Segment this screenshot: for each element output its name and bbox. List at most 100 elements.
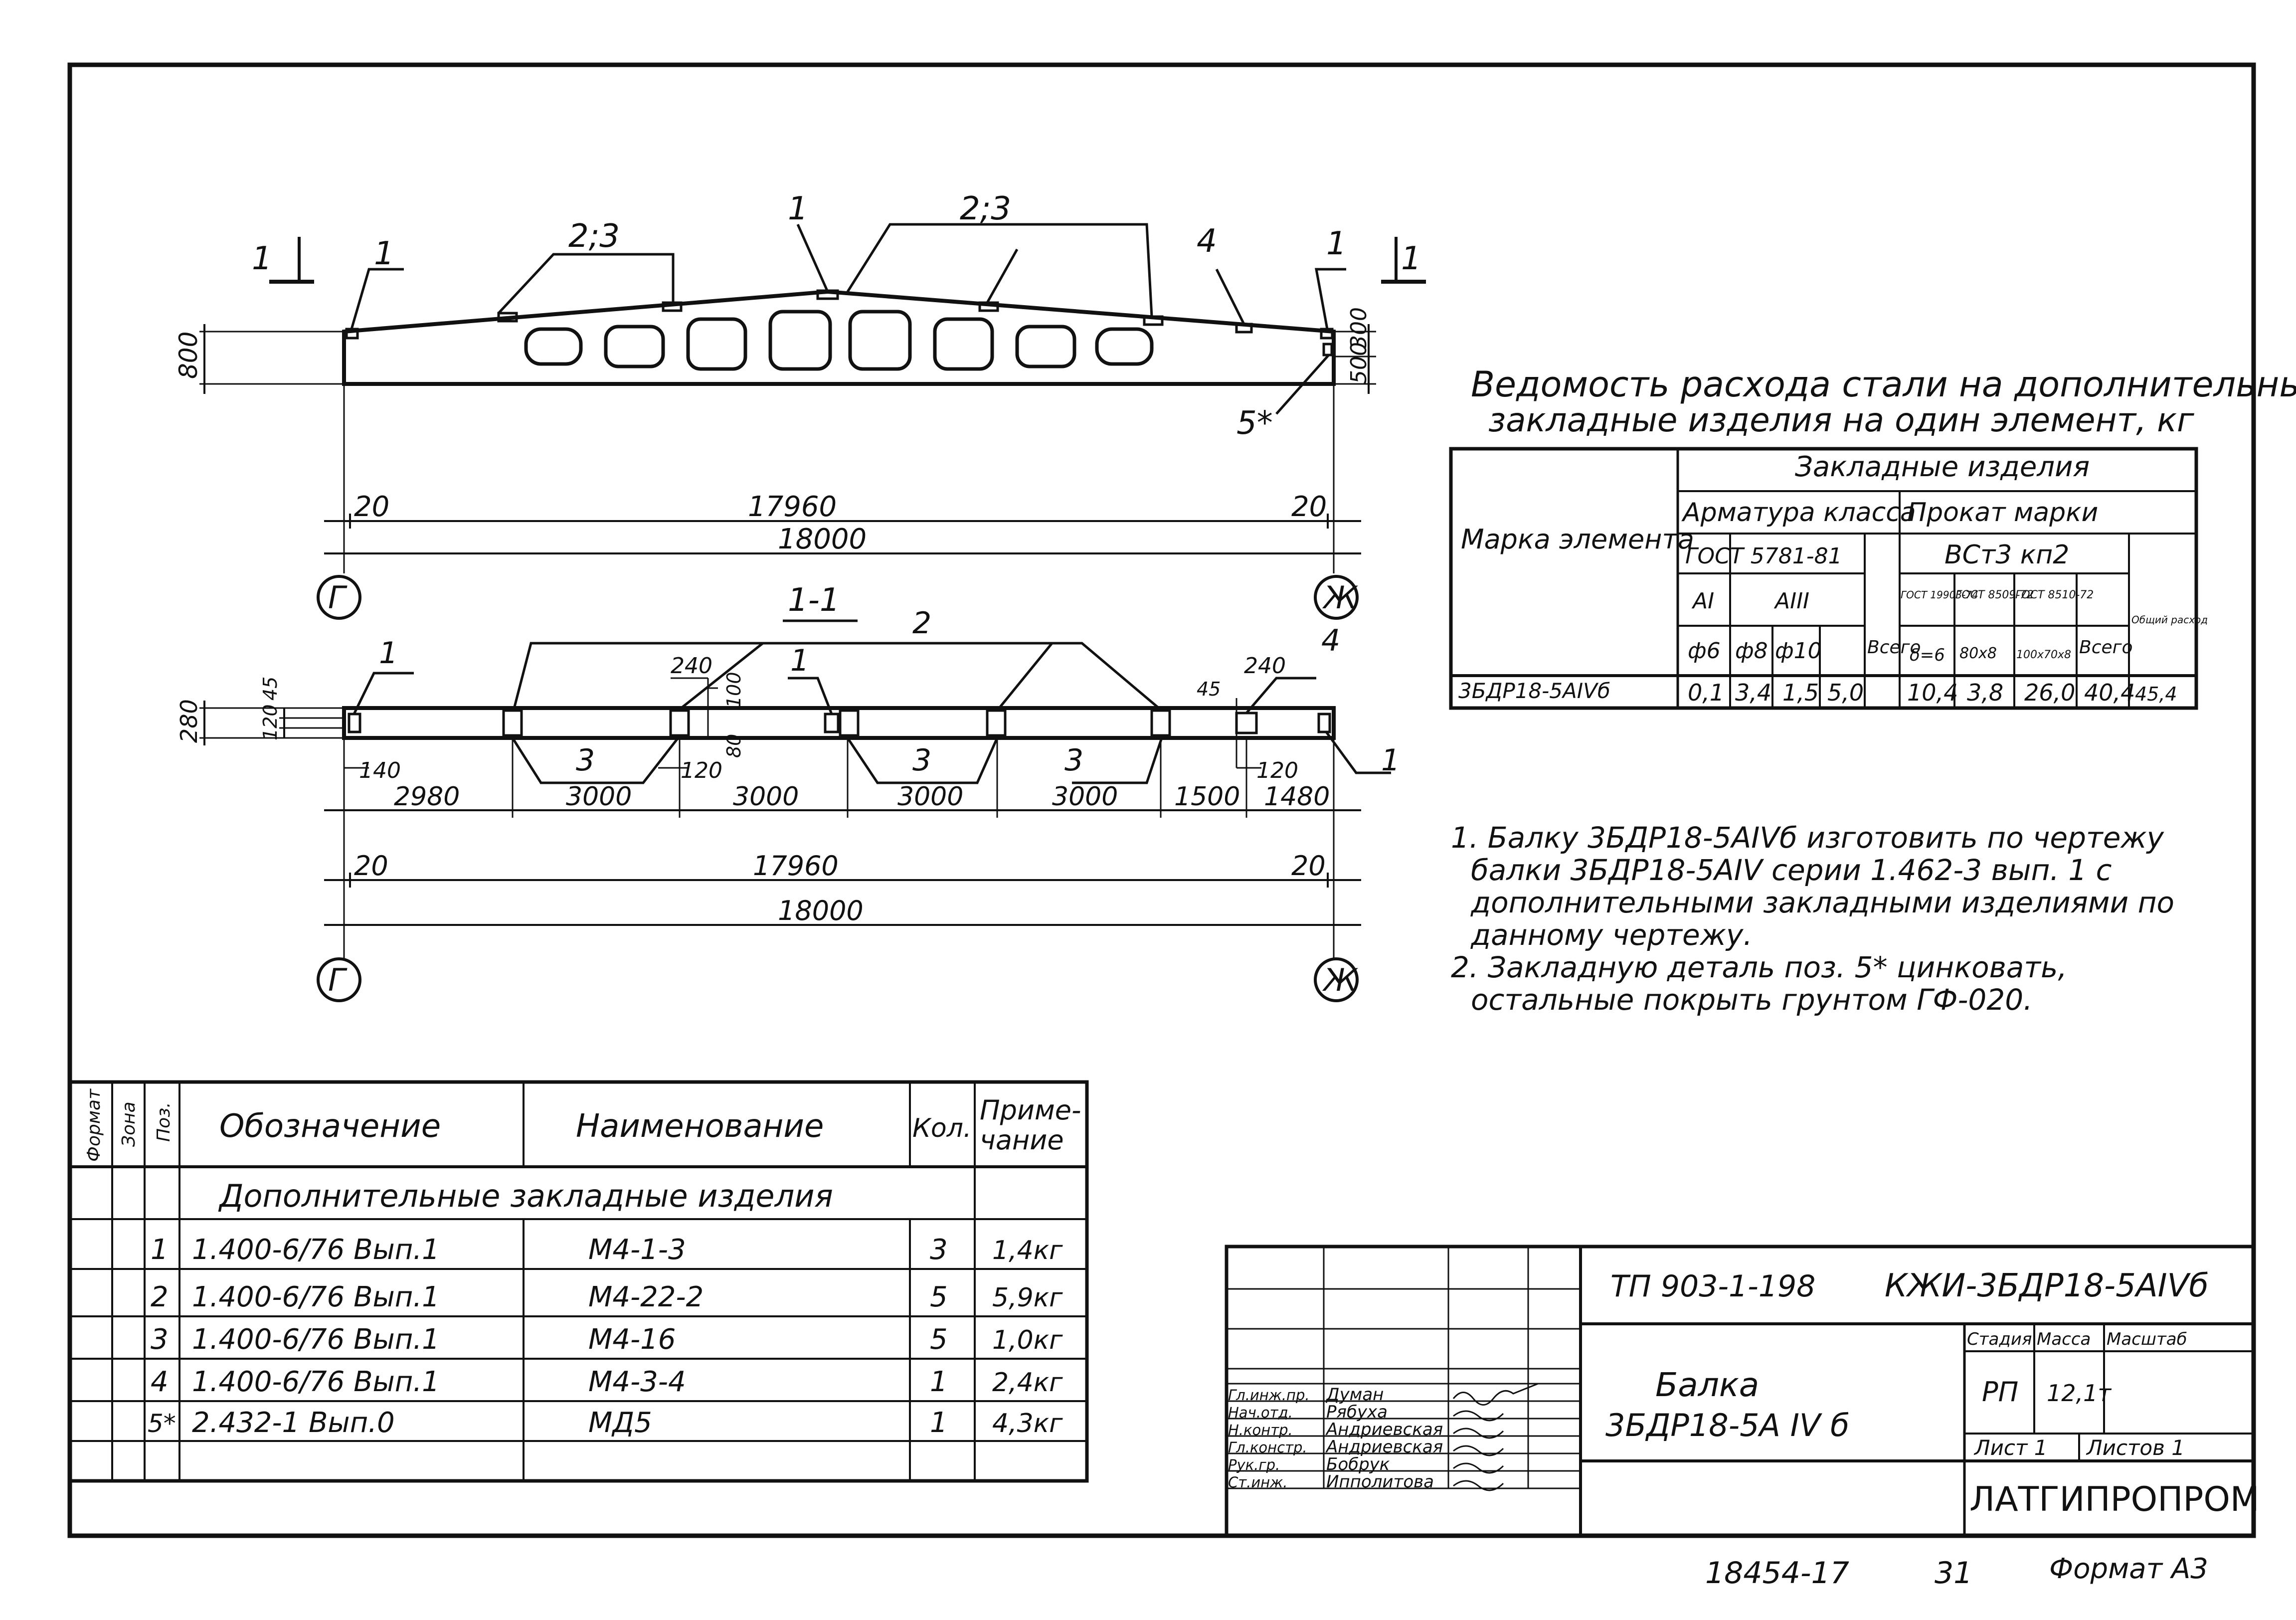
- callout: 2;3: [960, 190, 1011, 227]
- callout: 2: [912, 606, 931, 641]
- axis-label: Ж: [1322, 579, 1358, 616]
- page-number: 31: [1935, 1556, 1972, 1591]
- dimension: 3000: [897, 782, 963, 812]
- spec-note: 1,0кг: [992, 1325, 1063, 1355]
- dimension: 20: [1291, 850, 1326, 882]
- table-header: Прокат марки: [1907, 498, 2098, 528]
- sheet-count: Листов 1: [2086, 1436, 2185, 1460]
- spec-header: Приме-: [980, 1094, 1081, 1126]
- embedded-item: [986, 709, 1007, 737]
- person-name: Бобрук: [1326, 1454, 1390, 1474]
- spec-pos: 3: [151, 1323, 169, 1356]
- person-name: Рябуха: [1326, 1402, 1388, 1422]
- table-cell: 0,1: [1688, 679, 1724, 706]
- person-name: Ипполитова: [1326, 1472, 1434, 1492]
- table-header: Всего: [2079, 637, 2133, 658]
- dimension: 18000: [778, 895, 864, 926]
- dimension: 17960: [748, 491, 837, 523]
- table-header: ГОСТ 8509-72: [1955, 589, 2034, 601]
- callout: 3: [576, 743, 595, 778]
- embedded-item: [839, 709, 860, 737]
- project-number: ТП 903-1-198: [1610, 1269, 1815, 1304]
- dimension: 20: [354, 850, 388, 882]
- spec-note: 2,4кг: [992, 1368, 1063, 1398]
- spec-pos: 4: [151, 1366, 169, 1398]
- table-header: Общий расход: [2131, 614, 2208, 626]
- spec-designation: 1.400-6/76 Вып.1: [192, 1323, 440, 1356]
- spec-designation: 1.400-6/76 Вып.1: [192, 1366, 440, 1398]
- person-role: Нач.отд.: [1228, 1404, 1293, 1421]
- web-opening: [524, 327, 583, 366]
- notes: 1. Балку 3БДР18-5АIVб изготовить по черт…: [1451, 821, 2174, 1017]
- person-role: Гл.инж.пр.: [1228, 1387, 1310, 1404]
- web-opening: [1015, 325, 1076, 368]
- table-cell: 10,4: [1907, 679, 1958, 706]
- table-header: Всего: [1867, 637, 1921, 658]
- title-block-text: ТП 903-1-198 КЖИ-3БДР18-5АIVб Балка 3БДР…: [1228, 1267, 2260, 1519]
- spec-designation: 2.432-1 Вып.0: [192, 1407, 395, 1439]
- table-header: 100х70х8: [2016, 649, 2071, 661]
- spec-header: Обозначение: [219, 1108, 441, 1145]
- drawing-title: 3БДР18-5А IV б: [1605, 1407, 1849, 1443]
- section-mark: 1: [252, 240, 272, 277]
- spec-name: М4-3-4: [588, 1366, 686, 1398]
- drawing-code: КЖИ-3БДР18-5АIVб: [1885, 1267, 2209, 1304]
- section-title: 1-1: [788, 582, 840, 619]
- beam-elevation-outline: [342, 289, 1336, 386]
- note-line: балки 3БДР18-5АIV серии 1.462-3 вып. 1 с: [1471, 853, 2112, 887]
- web-opening: [686, 317, 747, 371]
- spec-designation: 1.400-6/76 Вып.1: [192, 1281, 440, 1313]
- dimension: 20: [1291, 491, 1327, 523]
- dimension: 45: [1197, 678, 1221, 700]
- callout: 4: [1321, 623, 1340, 658]
- embedded-item: [502, 709, 523, 737]
- person-role: Н.контр.: [1228, 1422, 1293, 1439]
- dimension: 100: [723, 672, 745, 708]
- dimension: 240: [671, 653, 712, 679]
- web-opening: [768, 310, 832, 371]
- person-role: Ст.инж.: [1228, 1474, 1288, 1491]
- table-header: Марка элемента: [1461, 524, 1694, 555]
- dimension: 120: [681, 758, 722, 783]
- beam-elevation: [199, 223, 1426, 620]
- dimension: 3000: [566, 782, 632, 812]
- web-opening: [933, 317, 994, 371]
- person-name: Думан: [1325, 1385, 1384, 1405]
- person-name: Андриевская: [1325, 1437, 1443, 1457]
- steel-table-text: Ведомость расхода стали на дополнительны…: [1458, 364, 2296, 706]
- embedded-plate: [978, 301, 999, 312]
- embedded-plate: [816, 289, 839, 300]
- spec-qty: 3: [930, 1234, 948, 1266]
- spec-pos: 2: [151, 1281, 169, 1313]
- callout: 1: [1326, 225, 1347, 262]
- dimension: 300: [1346, 307, 1372, 349]
- beam-section-outline: [342, 706, 1336, 740]
- note-line: 2. Закладную деталь поз. 5* цинковать,: [1451, 950, 2067, 984]
- dimension: 280: [176, 699, 202, 743]
- spec-pos: 1: [151, 1234, 169, 1266]
- table-header: ВСт3 кп2: [1944, 540, 2069, 570]
- person-role: Гл.констр.: [1228, 1439, 1307, 1456]
- spec-note: 5,9кг: [992, 1283, 1063, 1313]
- table-cell: 5,0: [1827, 679, 1864, 706]
- stage-value: РП: [1982, 1376, 2018, 1408]
- sheet-number: Лист 1: [1973, 1436, 2048, 1460]
- embedded-item: [1317, 713, 1331, 733]
- elevation-labels: 1 1 1 2;3 1 2;3 4 1 5* 800 300 500 20 17…: [174, 190, 1421, 616]
- axis-marker: [317, 957, 361, 1002]
- table-cell: 45,4: [2135, 683, 2177, 705]
- embedded-item: [669, 709, 690, 737]
- dimension: 3000: [1052, 782, 1118, 812]
- axis-label: Ж: [1322, 962, 1358, 998]
- embedded-item: [1150, 709, 1171, 737]
- embedded-item: [348, 713, 361, 733]
- steel-table-title: Ведомость расхода стали на дополнительны…: [1471, 364, 2296, 405]
- dimension: 2980: [394, 782, 460, 812]
- callout: 3: [912, 743, 931, 778]
- note-line: остальные покрыть грунтом ГФ-020.: [1471, 983, 2033, 1017]
- table-header: δ=6: [1910, 645, 1945, 665]
- axis-marker: [1314, 957, 1359, 1002]
- callout: 1: [788, 190, 808, 227]
- table-header: ГОСТ 19903-74: [1901, 589, 1978, 601]
- dimension: 240: [1244, 653, 1286, 679]
